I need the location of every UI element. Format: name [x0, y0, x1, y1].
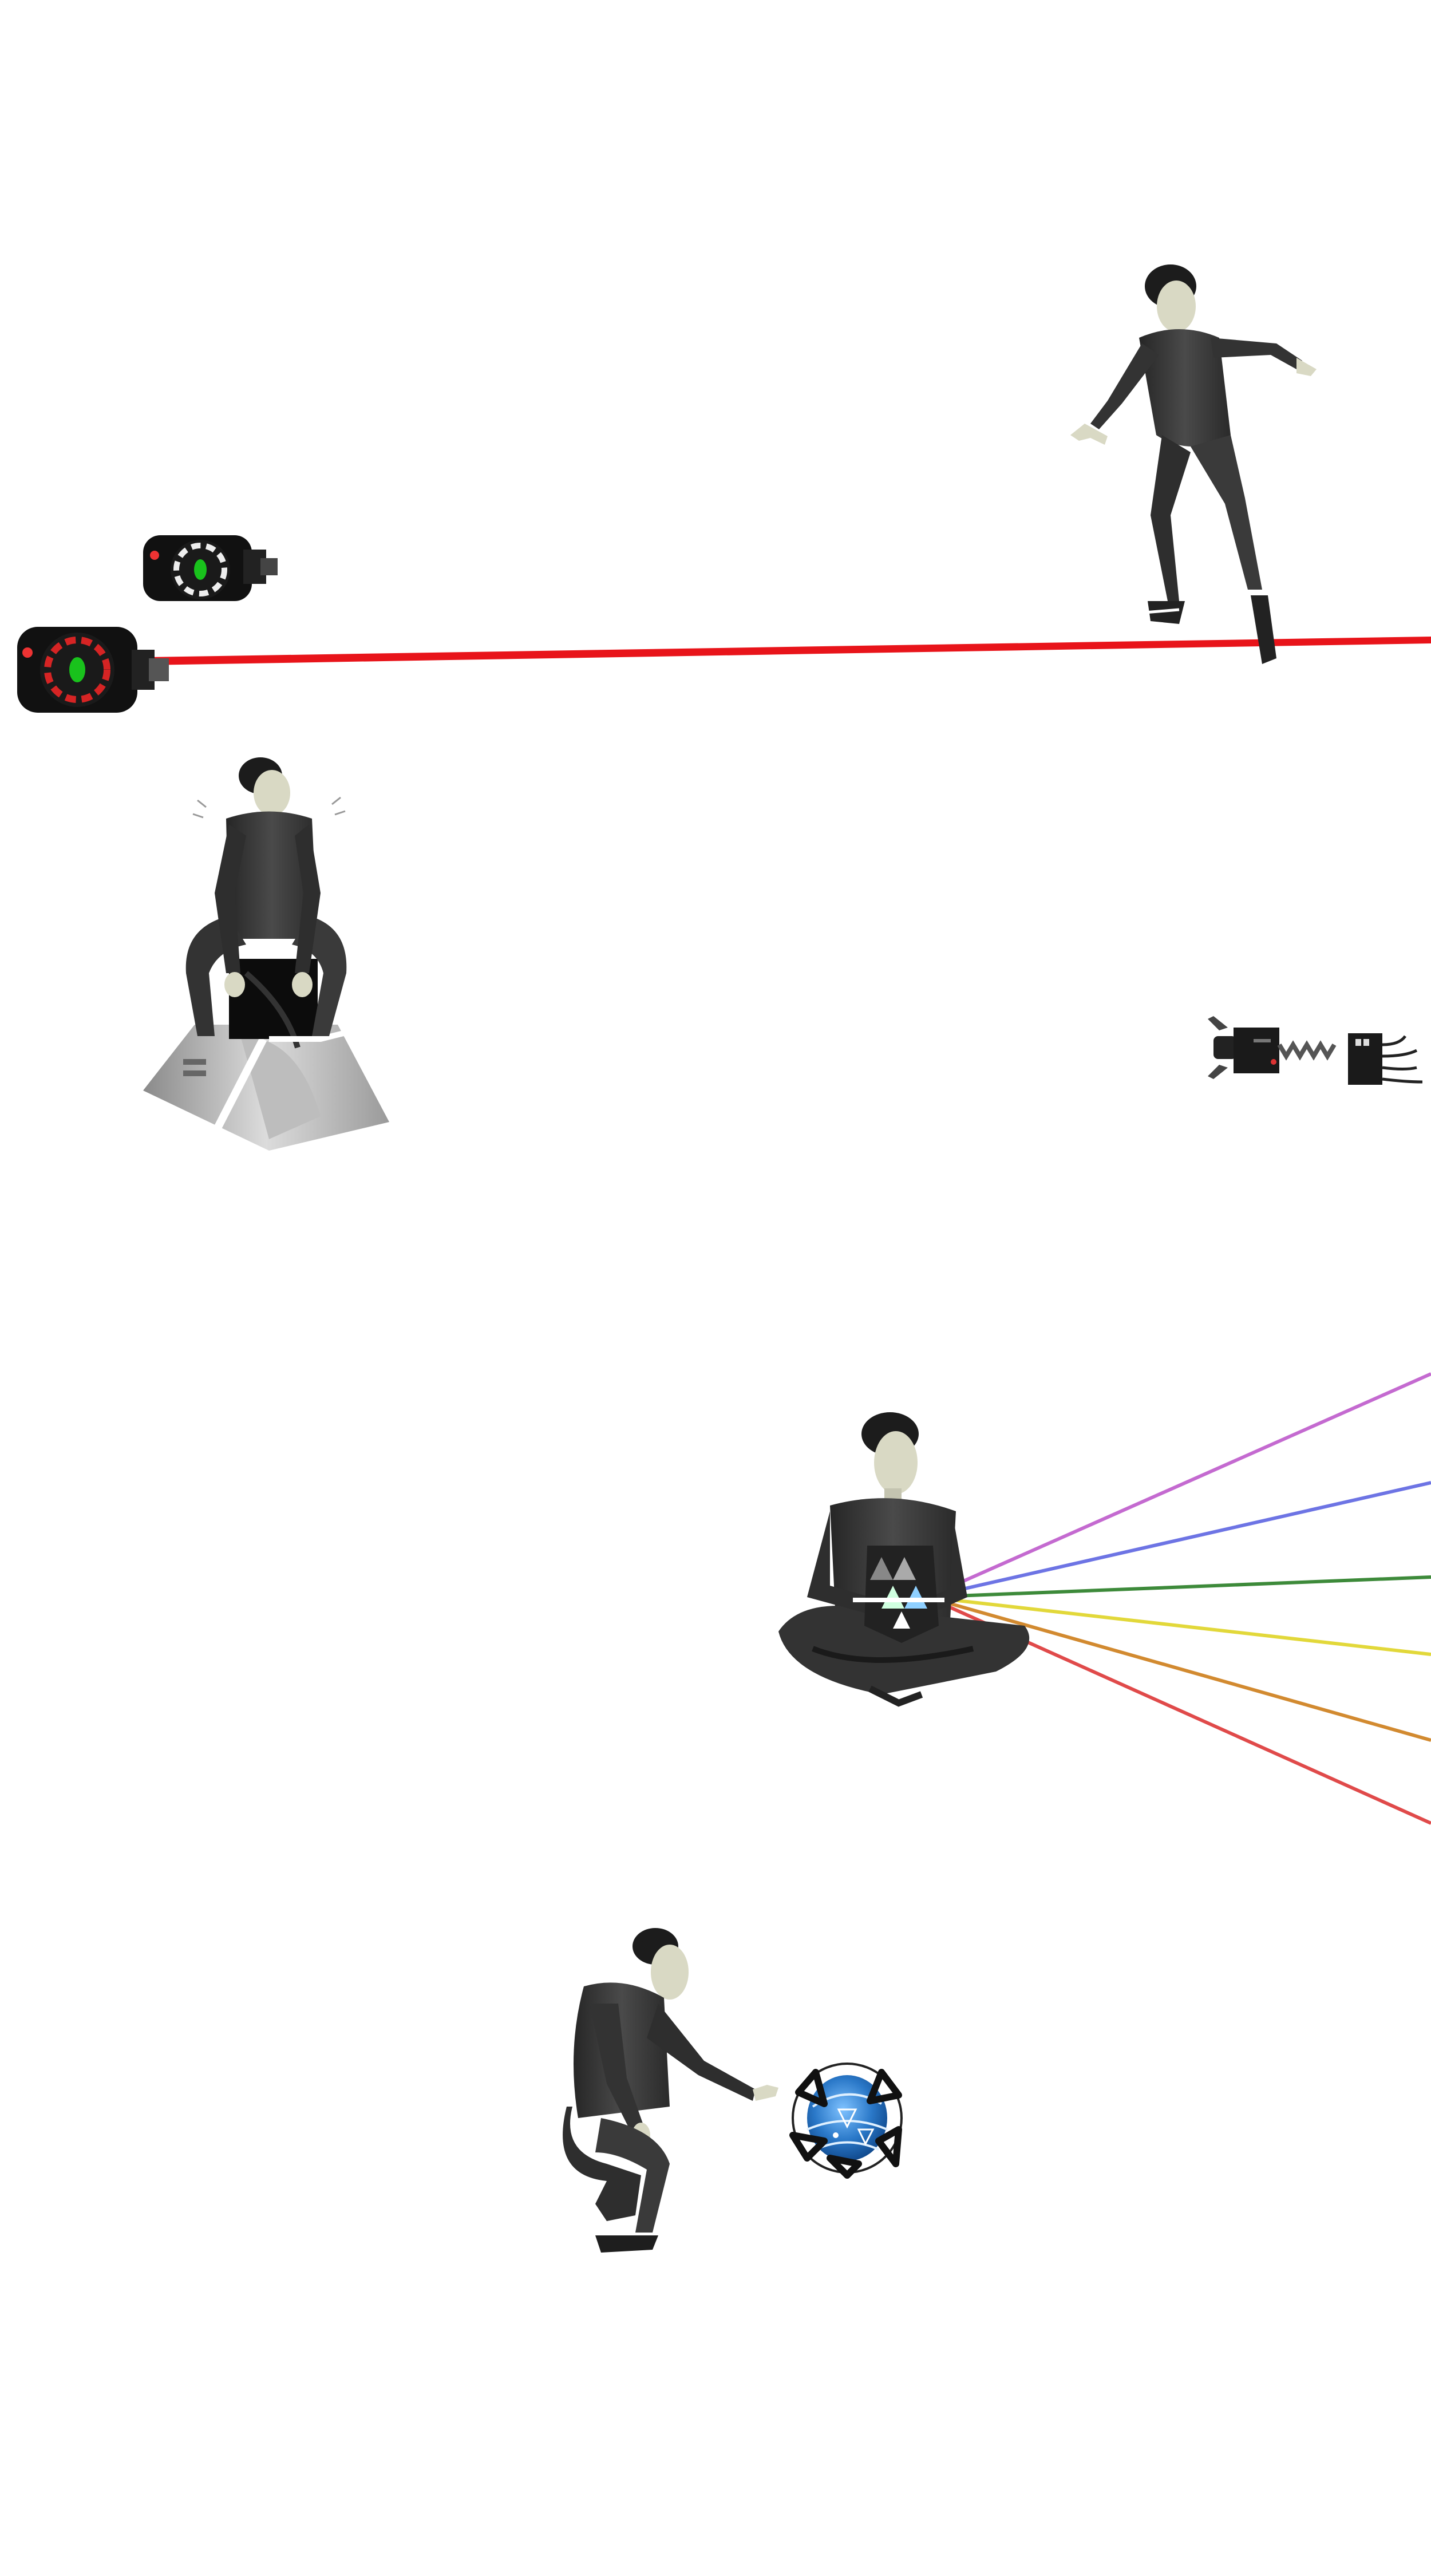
drum-scene: [143, 757, 389, 1151]
laser-beam: [146, 637, 1431, 665]
figure-meditating: [778, 1412, 1030, 1707]
figure-crouching: [563, 1928, 778, 2253]
crystal-prism-icon: [853, 1546, 944, 1643]
figure-drumming: [185, 757, 347, 1036]
laser-emitter-icon: [17, 627, 169, 713]
prism-scene: [778, 1372, 1431, 1825]
robotic-arm-icon: [1208, 1016, 1423, 1085]
globe-icon: [789, 2063, 903, 2179]
spectrum-beams: [926, 1372, 1431, 1825]
figure-balancing: [1070, 264, 1317, 664]
globe-scene: [563, 1928, 903, 2253]
laser-emitter-icon: [143, 535, 278, 601]
laser-scene: [17, 264, 1431, 713]
